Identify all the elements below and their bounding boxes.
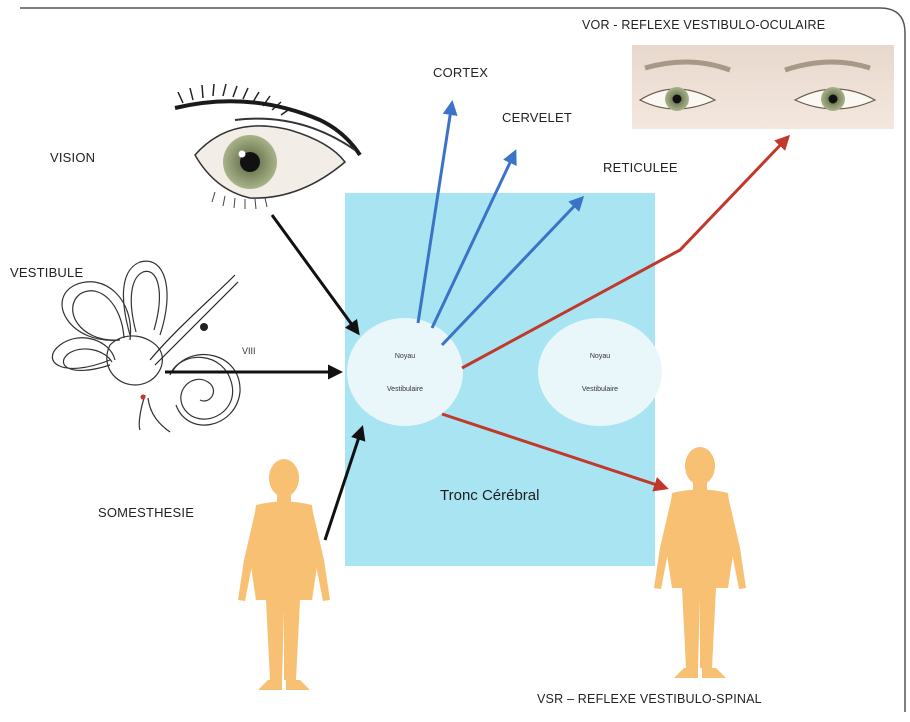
label-nerve-viii: VIII <box>242 346 256 356</box>
label-tronc-cerebral: Tronc Cérébral <box>440 487 539 504</box>
nucleus-left-line2: Vestibulaire <box>375 386 435 393</box>
eye-icon <box>175 84 360 209</box>
nucleus-left-circle <box>347 318 463 426</box>
label-vor: VOR - REFLEXE VESTIBULO-OCULAIRE <box>582 18 825 32</box>
nucleus-right-line2: Vestibulaire <box>570 386 630 393</box>
human-body-icon <box>238 459 330 690</box>
label-vestibule: VESTIBULE <box>10 265 83 280</box>
label-reticulee: RETICULEE <box>603 160 678 175</box>
label-cortex: CORTEX <box>433 65 488 80</box>
inner-ear-icon <box>52 261 240 432</box>
label-vsr: VSR – REFLEXE VESTIBULO-SPINAL <box>537 692 762 706</box>
nucleus-right-circle <box>538 318 662 426</box>
nucleus-left-line1: Noyau <box>380 353 430 360</box>
label-cervelet: CERVELET <box>502 110 572 125</box>
nucleus-right-line1: Noyau <box>575 353 625 360</box>
label-somesthesie: SOMESTHESIE <box>98 505 194 520</box>
human-body-icon <box>654 447 746 678</box>
eyes-photo-icon <box>632 45 894 129</box>
label-vision: VISION <box>50 150 95 165</box>
